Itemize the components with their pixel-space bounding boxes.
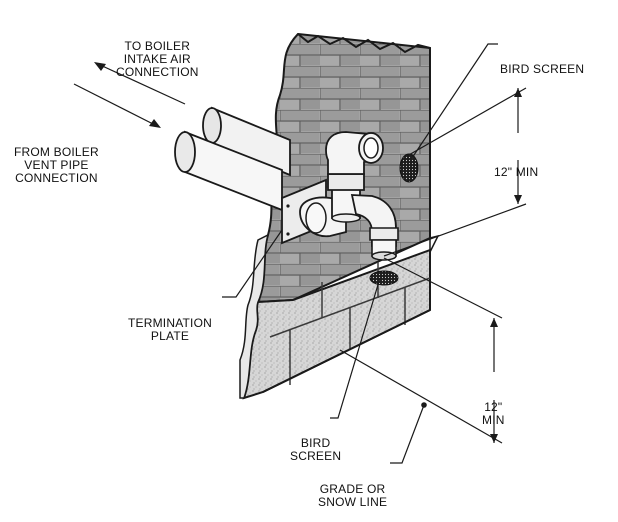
dimension-arrows [421,88,522,443]
vent-termination-diagram [73,32,527,464]
bird-screen-upper [399,153,419,183]
arrow-left-icon [94,62,106,71]
bird-screen-lower [369,270,399,286]
bird-screen-top-label: BIRD SCREEN [500,62,585,76]
arrow-right-icon [149,119,161,128]
pipe-connections [174,106,291,212]
lower-clearance-label: 12"MIN [482,400,505,427]
concrete-foundation [239,233,431,400]
upper-clearance-label: 12" MIN [494,165,539,179]
exterior-vent-piping [299,131,399,261]
